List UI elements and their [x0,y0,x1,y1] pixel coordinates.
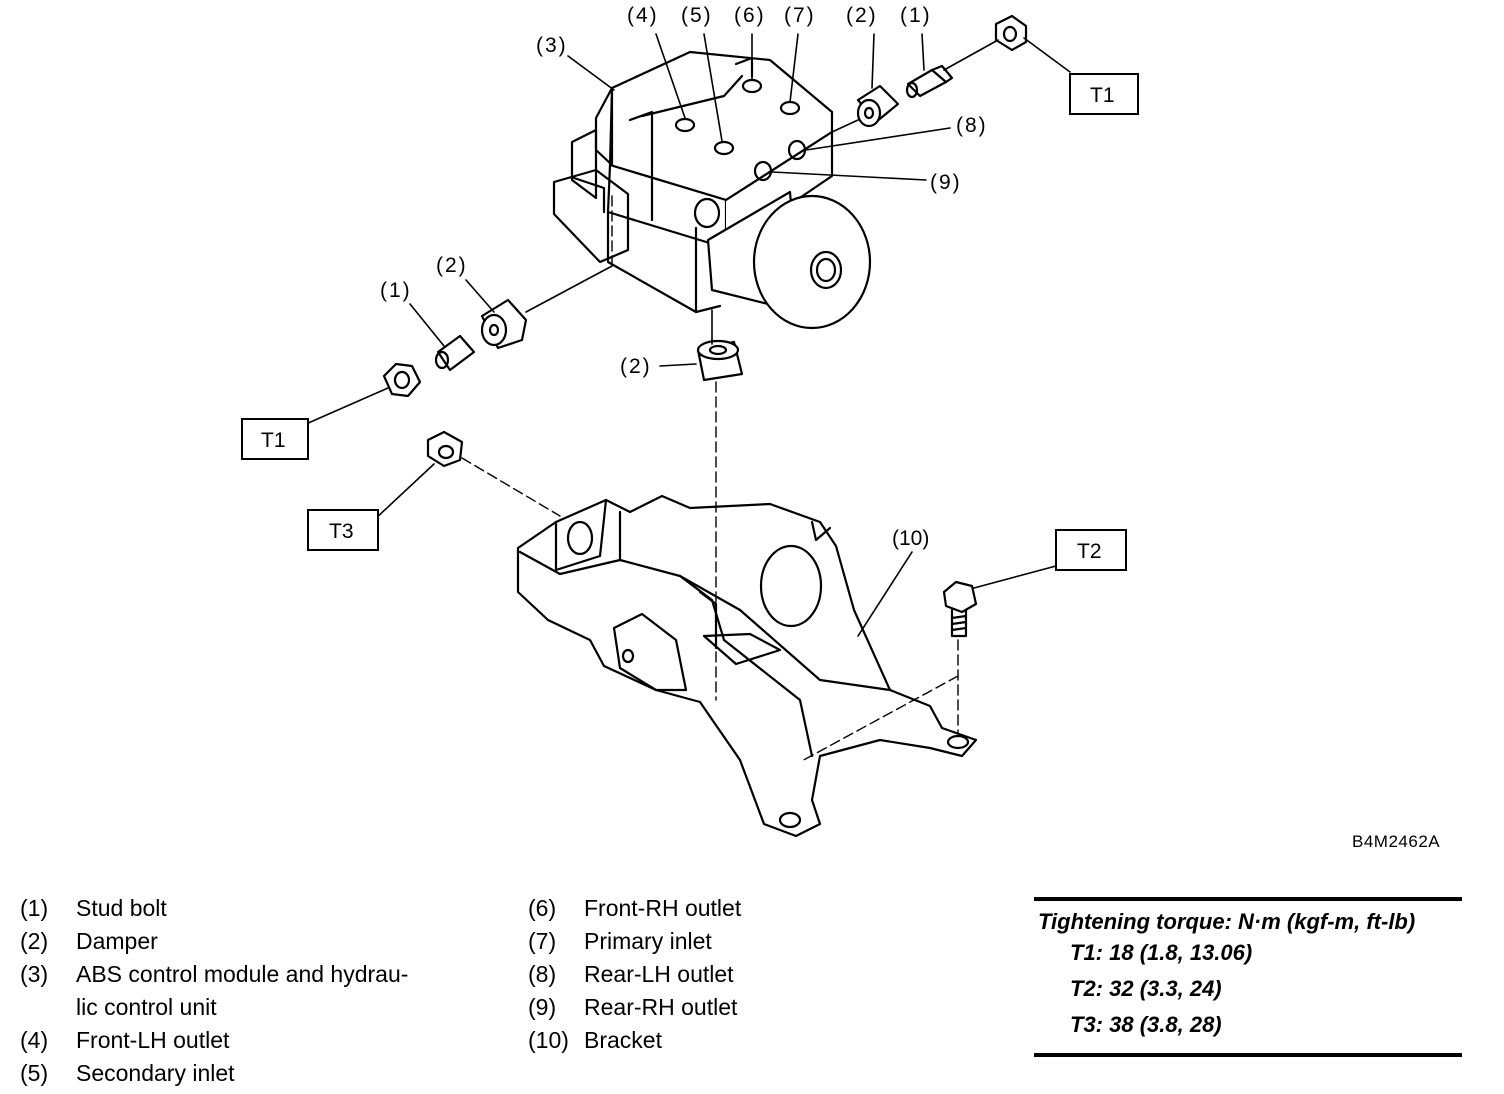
callout-8: (8) [956,114,988,137]
callout-9: (9) [930,171,962,194]
leader-lines [305,33,1071,637]
abs-unit-diagram: (4) (5) (6) (7) (2) (1) (3) (8) (9) (2) … [241,4,1139,838]
legend-right: (6) Front-RH outlet (7) Primary inlet (8) R… [528,892,948,1057]
legend-item: (4) Front-LH outlet [20,1024,490,1057]
torque-rule-top [1034,897,1462,901]
torque-table: Tightening torque: N·m (kgf-m, ft-lb) T1… [1034,897,1462,1057]
torque-box-t1-left-label: T1 [261,429,286,452]
callout-1-top: (1) [900,4,932,27]
callout-7: (7) [784,4,816,27]
callout-2-mid: (2) [620,355,652,378]
legend-item: (5) Secondary inlet [20,1057,490,1090]
callout-4: (4) [627,4,659,27]
torque-box-t2 [1055,529,1127,571]
legend-num: (2) [20,928,49,954]
callout-5: (5) [681,4,713,27]
legend-item: (6) Front-RH outlet [528,892,948,925]
callout-10: (10) [892,527,929,550]
legend-text: Rear-LH outlet [584,961,734,987]
legend-item: (8) Rear-LH outlet [528,958,948,991]
legend-text: Primary inlet [584,928,712,954]
legend-text-cont: lic control unit [76,994,217,1020]
torque-spec-t1: T1: 18 (1.8, 13.06) [1070,940,1253,965]
legend-item: (7) Primary inlet [528,925,948,958]
legend-num: (5) [20,1060,49,1086]
callout-2-top: (2) [846,4,878,27]
alignment-lines [461,195,959,763]
legend-text: Secondary inlet [76,1060,235,1086]
torque-box-t3-label: T3 [329,520,354,543]
legend-num: (9) [528,994,557,1020]
torque-box-t2-label: T2 [1077,540,1102,563]
damper-mid [696,339,744,382]
legend-num: (1) [20,895,49,921]
torque-spec-t3: T3: 38 (3.8, 28) [1070,1012,1222,1037]
stud-bolt-left [434,334,476,372]
legend-num: (6) [528,895,557,921]
damper-left [480,298,528,350]
torque-box-t1-right-label: T1 [1090,84,1115,107]
legend-item: (1) Stud bolt [20,892,490,925]
torque-title: Tightening torque: N·m (kgf-m, ft-lb) [1038,909,1416,934]
torque-rule-bottom [1034,1053,1462,1057]
legend-num: (4) [20,1027,49,1053]
legend-item: (3) ABS control module and hydrau-lic con… [20,958,490,1024]
legend-item: (9) Rear-RH outlet [528,991,948,1024]
nut-left [382,362,422,398]
callout-3: (3) [536,34,568,57]
abs-hydraulic-unit [552,50,872,330]
legend-text: Front-LH outlet [76,1027,230,1053]
legend-num: (10) [528,1027,569,1053]
torque-boxes: T1 T1 T3 T2 [241,73,1139,571]
legend-text: Rear-RH outlet [584,994,738,1020]
legend-left: (1) Stud bolt (2) Damper (3) ABS control mo… [20,892,490,1090]
legend-num: (8) [528,961,557,987]
bolt-t2 [942,580,978,638]
callout-labels: (4) (5) (6) (7) (2) (1) (3) (8) (9) (2) … [380,4,988,550]
torque-box-t1-right [1069,73,1139,115]
legend-item: (2) Damper [20,925,490,958]
bracket [516,494,978,838]
stud-bolt-top [905,64,954,99]
torque-spec-t2: T2: 32 (3.3, 24) [1070,976,1222,1001]
nut-t3 [426,430,464,468]
legend-text: Stud bolt [76,895,167,921]
legend-text: Bracket [584,1027,662,1053]
legend-text: Front-RH outlet [584,895,742,921]
legend-text: Damper [76,928,158,954]
figure-id: B4M2462A [1352,832,1441,851]
legend-num: (7) [528,928,557,954]
legend-item: (10) Bracket [528,1024,948,1057]
torque-box-t1-left [241,418,309,460]
nut-top [994,14,1028,52]
callout-2-left: (2) [436,254,468,277]
legend-num: (3) [20,961,49,987]
legend-text: ABS control module and hydrau- [76,961,409,987]
callout-6: (6) [734,4,766,27]
damper-top [856,84,900,128]
torque-box-t3 [307,509,379,551]
callout-1-left: (1) [380,279,412,302]
